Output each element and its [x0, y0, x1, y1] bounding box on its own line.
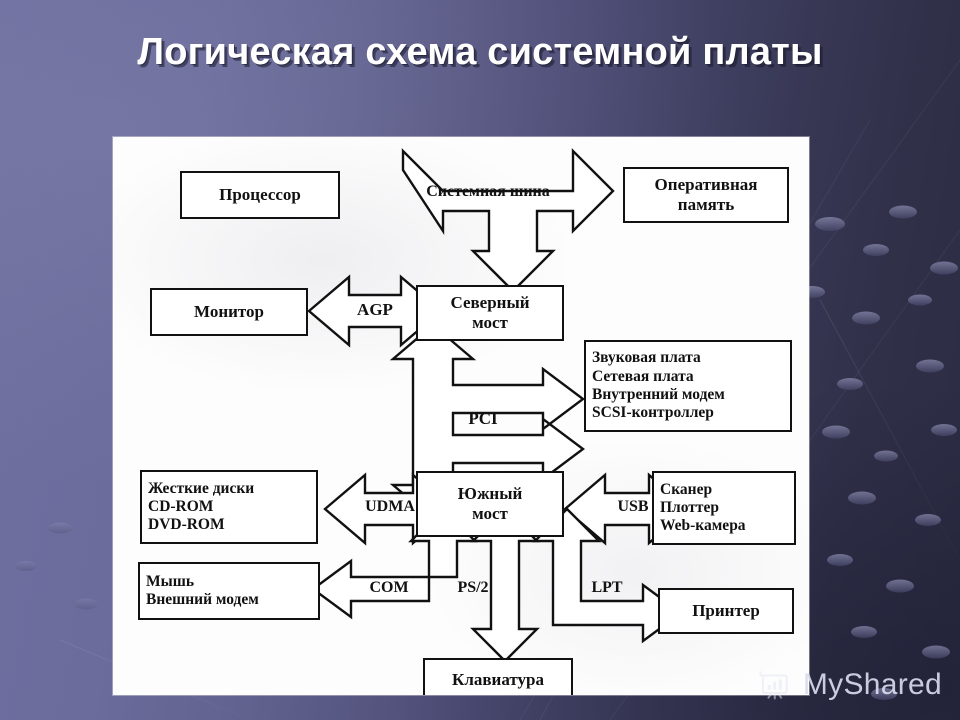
node-printer: Принтер: [658, 588, 794, 634]
node-keyboard: Клавиатура: [423, 658, 573, 695]
bus-arrow-lpt: [532, 507, 684, 644]
bus-label-agp: AGP: [357, 300, 393, 319]
node-peripherals: Сканер Плоттер Web-камера: [652, 471, 796, 545]
node-drives: Жесткие диски CD-ROM DVD-ROM: [140, 470, 318, 544]
bus-arrow-system-bus: [401, 148, 615, 293]
node-southbridge: Южный мост: [416, 471, 564, 537]
node-cpu: Процессор: [180, 171, 340, 219]
bus-label-usb: USB: [617, 498, 649, 515]
bus-label-ps2: PS/2: [457, 579, 489, 596]
page-title: Логическая схема системной платы: [137, 31, 823, 73]
bus-label-udma: UDMA: [365, 498, 415, 515]
bus-label-lpt: LPT: [591, 579, 623, 596]
node-monitor: Монитор: [150, 288, 308, 336]
node-northbridge: Северный мост: [416, 285, 564, 341]
node-mouse-modem: Мышь Внешний модем: [138, 562, 320, 620]
bus-arrow-pci: [389, 323, 585, 521]
bus-label-com: COM: [369, 579, 409, 596]
bus-label-system-bus: Системная шина: [426, 183, 550, 200]
node-ram: Оперативная память: [623, 167, 789, 223]
bus-label-pci: PCI: [468, 409, 498, 428]
diagram-panel: Процессор Оперативная память Монитор Сев…: [113, 137, 809, 695]
node-pci-cards: Звуковая плата Сетевая плата Внутренний …: [584, 340, 792, 432]
